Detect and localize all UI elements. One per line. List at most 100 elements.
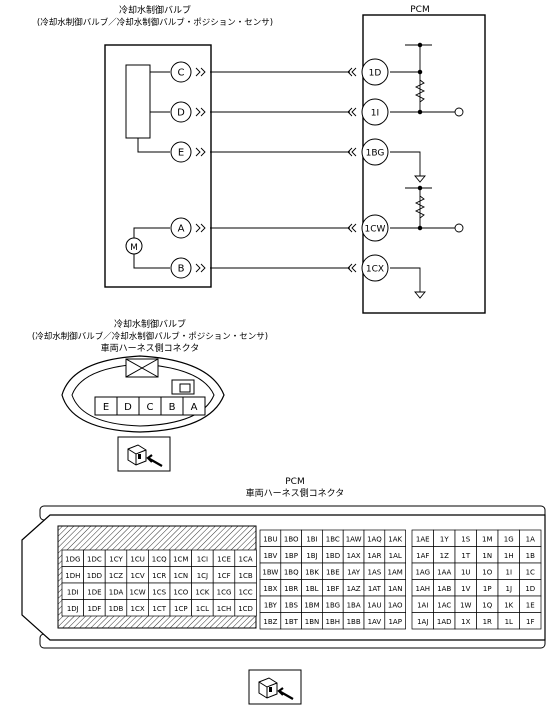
pcm-terminal: 1BG xyxy=(322,595,344,613)
pcm-terminal: 1AV xyxy=(363,612,386,630)
chevron xyxy=(195,223,201,233)
svg-text:B: B xyxy=(178,264,185,275)
svg-text:E: E xyxy=(103,402,109,413)
svg-text:1AB: 1AB xyxy=(437,585,451,593)
svg-text:1M: 1M xyxy=(482,535,493,543)
valve-face-pin: B xyxy=(160,396,184,416)
pcm-pin: 1CW xyxy=(361,214,389,242)
svg-text:1AA: 1AA xyxy=(437,568,451,576)
pcm-terminal: 1BL xyxy=(301,579,323,597)
pcm-terminal: 1DA xyxy=(104,582,128,600)
svg-text:1CU: 1CU xyxy=(130,555,144,563)
pcm-terminal: 1CF xyxy=(212,566,236,584)
pcm-terminal: 1AK xyxy=(384,529,406,547)
svg-text:1CR: 1CR xyxy=(152,572,166,580)
svg-text:1CT: 1CT xyxy=(152,605,166,613)
valve-position-sensor xyxy=(125,64,151,139)
chevron xyxy=(200,147,206,157)
pcm-terminal: 1BC xyxy=(322,529,344,547)
svg-text:1AN: 1AN xyxy=(388,585,402,593)
pcm-pin: 1BG xyxy=(361,138,389,166)
svg-text:1AZ: 1AZ xyxy=(347,585,361,593)
svg-text:1CK: 1CK xyxy=(195,588,209,596)
svg-text:1S: 1S xyxy=(461,535,470,543)
svg-text:1CX: 1CX xyxy=(131,605,145,613)
pcm-terminal: 1C xyxy=(519,562,542,580)
pcm-terminal: 1CO xyxy=(169,582,192,600)
svg-text:1Z: 1Z xyxy=(440,552,449,560)
chevron xyxy=(195,263,201,273)
pcm-terminal: 1BI xyxy=(301,529,323,547)
svg-text:1DC: 1DC xyxy=(87,555,102,563)
pcm-terminal: 1DG xyxy=(61,549,84,567)
pcm-terminal: 1AC xyxy=(433,595,456,613)
pcm-terminal: 1CA xyxy=(234,549,257,567)
svg-text:1BW: 1BW xyxy=(262,568,278,576)
pcm-terminal: 1A xyxy=(519,529,542,547)
pcm-terminal: 1BY xyxy=(259,595,282,613)
pcm-terminal: 1R xyxy=(476,612,499,630)
pcm-terminal: 1BV xyxy=(259,546,282,564)
svg-text:1BN: 1BN xyxy=(305,618,320,626)
pcm-terminal: 1BO xyxy=(280,529,302,547)
svg-text:B: B xyxy=(169,402,176,413)
pcm-terminal: 1AU xyxy=(363,595,386,613)
pcm-terminal: 1BK xyxy=(301,562,323,580)
valve-connector-caption: 車両ハーネス側コネクタ xyxy=(100,344,200,354)
chevron xyxy=(195,107,201,117)
pcm-terminal: 1H xyxy=(497,546,520,564)
valve-face-pin: D xyxy=(116,396,140,416)
valve-subtitle: (冷却水制御バルブ／冷却水制御バルブ・ポジション・センサ) xyxy=(36,18,274,28)
pcm-terminal: 1N xyxy=(476,546,499,564)
pcm-terminal: 1D xyxy=(519,579,542,597)
pcm-terminal: 1AX xyxy=(342,546,365,564)
valve-title: 冷却水制御バルブ xyxy=(118,6,191,16)
svg-text:1AJ: 1AJ xyxy=(417,618,428,626)
pcm-terminal: 1AY xyxy=(342,562,365,580)
pcm-connector-caption: 車両ハーネス側コネクタ xyxy=(245,489,345,499)
pcm-title: PCM xyxy=(410,5,430,15)
pcm-terminal: 1F xyxy=(519,612,542,630)
pcm-terminal: 1CG xyxy=(212,582,236,600)
pcm-terminal: 1BZ xyxy=(259,612,282,630)
pcm-terminal: 1DF xyxy=(83,599,106,617)
pcm-terminal: 1CN xyxy=(169,566,192,584)
pcm-terminal: 1DI xyxy=(61,582,84,600)
svg-text:C: C xyxy=(147,402,154,413)
svg-text:1AV: 1AV xyxy=(368,618,382,626)
pcm-terminal: 1AH xyxy=(411,579,434,597)
svg-text:1BF: 1BF xyxy=(326,585,339,593)
pcm-terminal: 1CZ xyxy=(104,566,128,584)
svg-text:1A: 1A xyxy=(526,535,535,543)
pcm-terminal: 1CP xyxy=(169,599,192,617)
pcm-terminal: 1DC xyxy=(83,549,106,567)
pcm-terminal: 1AN xyxy=(384,579,406,597)
pcm-pin: 1I xyxy=(361,98,389,126)
svg-text:1CN: 1CN xyxy=(174,572,189,580)
svg-text:1B: 1B xyxy=(526,552,535,560)
chevron xyxy=(195,67,201,77)
svg-text:1AY: 1AY xyxy=(347,568,361,576)
pcm-terminal: 1BB xyxy=(342,612,365,630)
svg-text:1BX: 1BX xyxy=(263,585,277,593)
svg-text:A: A xyxy=(191,402,198,413)
chevron xyxy=(195,147,201,157)
svg-text:1CZ: 1CZ xyxy=(109,572,123,580)
chevron xyxy=(347,263,353,273)
svg-text:C: C xyxy=(178,68,185,79)
pcm-terminal: 1AF xyxy=(411,546,434,564)
svg-text:1T: 1T xyxy=(461,552,470,560)
pcm-terminal: 1AQ xyxy=(363,529,386,547)
pcm-terminal: 1AR xyxy=(363,546,386,564)
svg-text:1DI: 1DI xyxy=(67,588,79,596)
pcm-terminal: 1I xyxy=(497,562,520,580)
pcm-terminal: 1CV xyxy=(126,566,149,584)
svg-text:1CP: 1CP xyxy=(174,605,188,613)
svg-text:1F: 1F xyxy=(526,618,534,626)
pcm-terminal: 1X xyxy=(454,612,477,630)
svg-text:1BK: 1BK xyxy=(305,568,319,576)
pcm-terminal: 1DE xyxy=(83,582,106,600)
pcm-terminal: 1AL xyxy=(384,546,406,564)
valve-box xyxy=(104,44,212,288)
chevron xyxy=(347,107,353,117)
